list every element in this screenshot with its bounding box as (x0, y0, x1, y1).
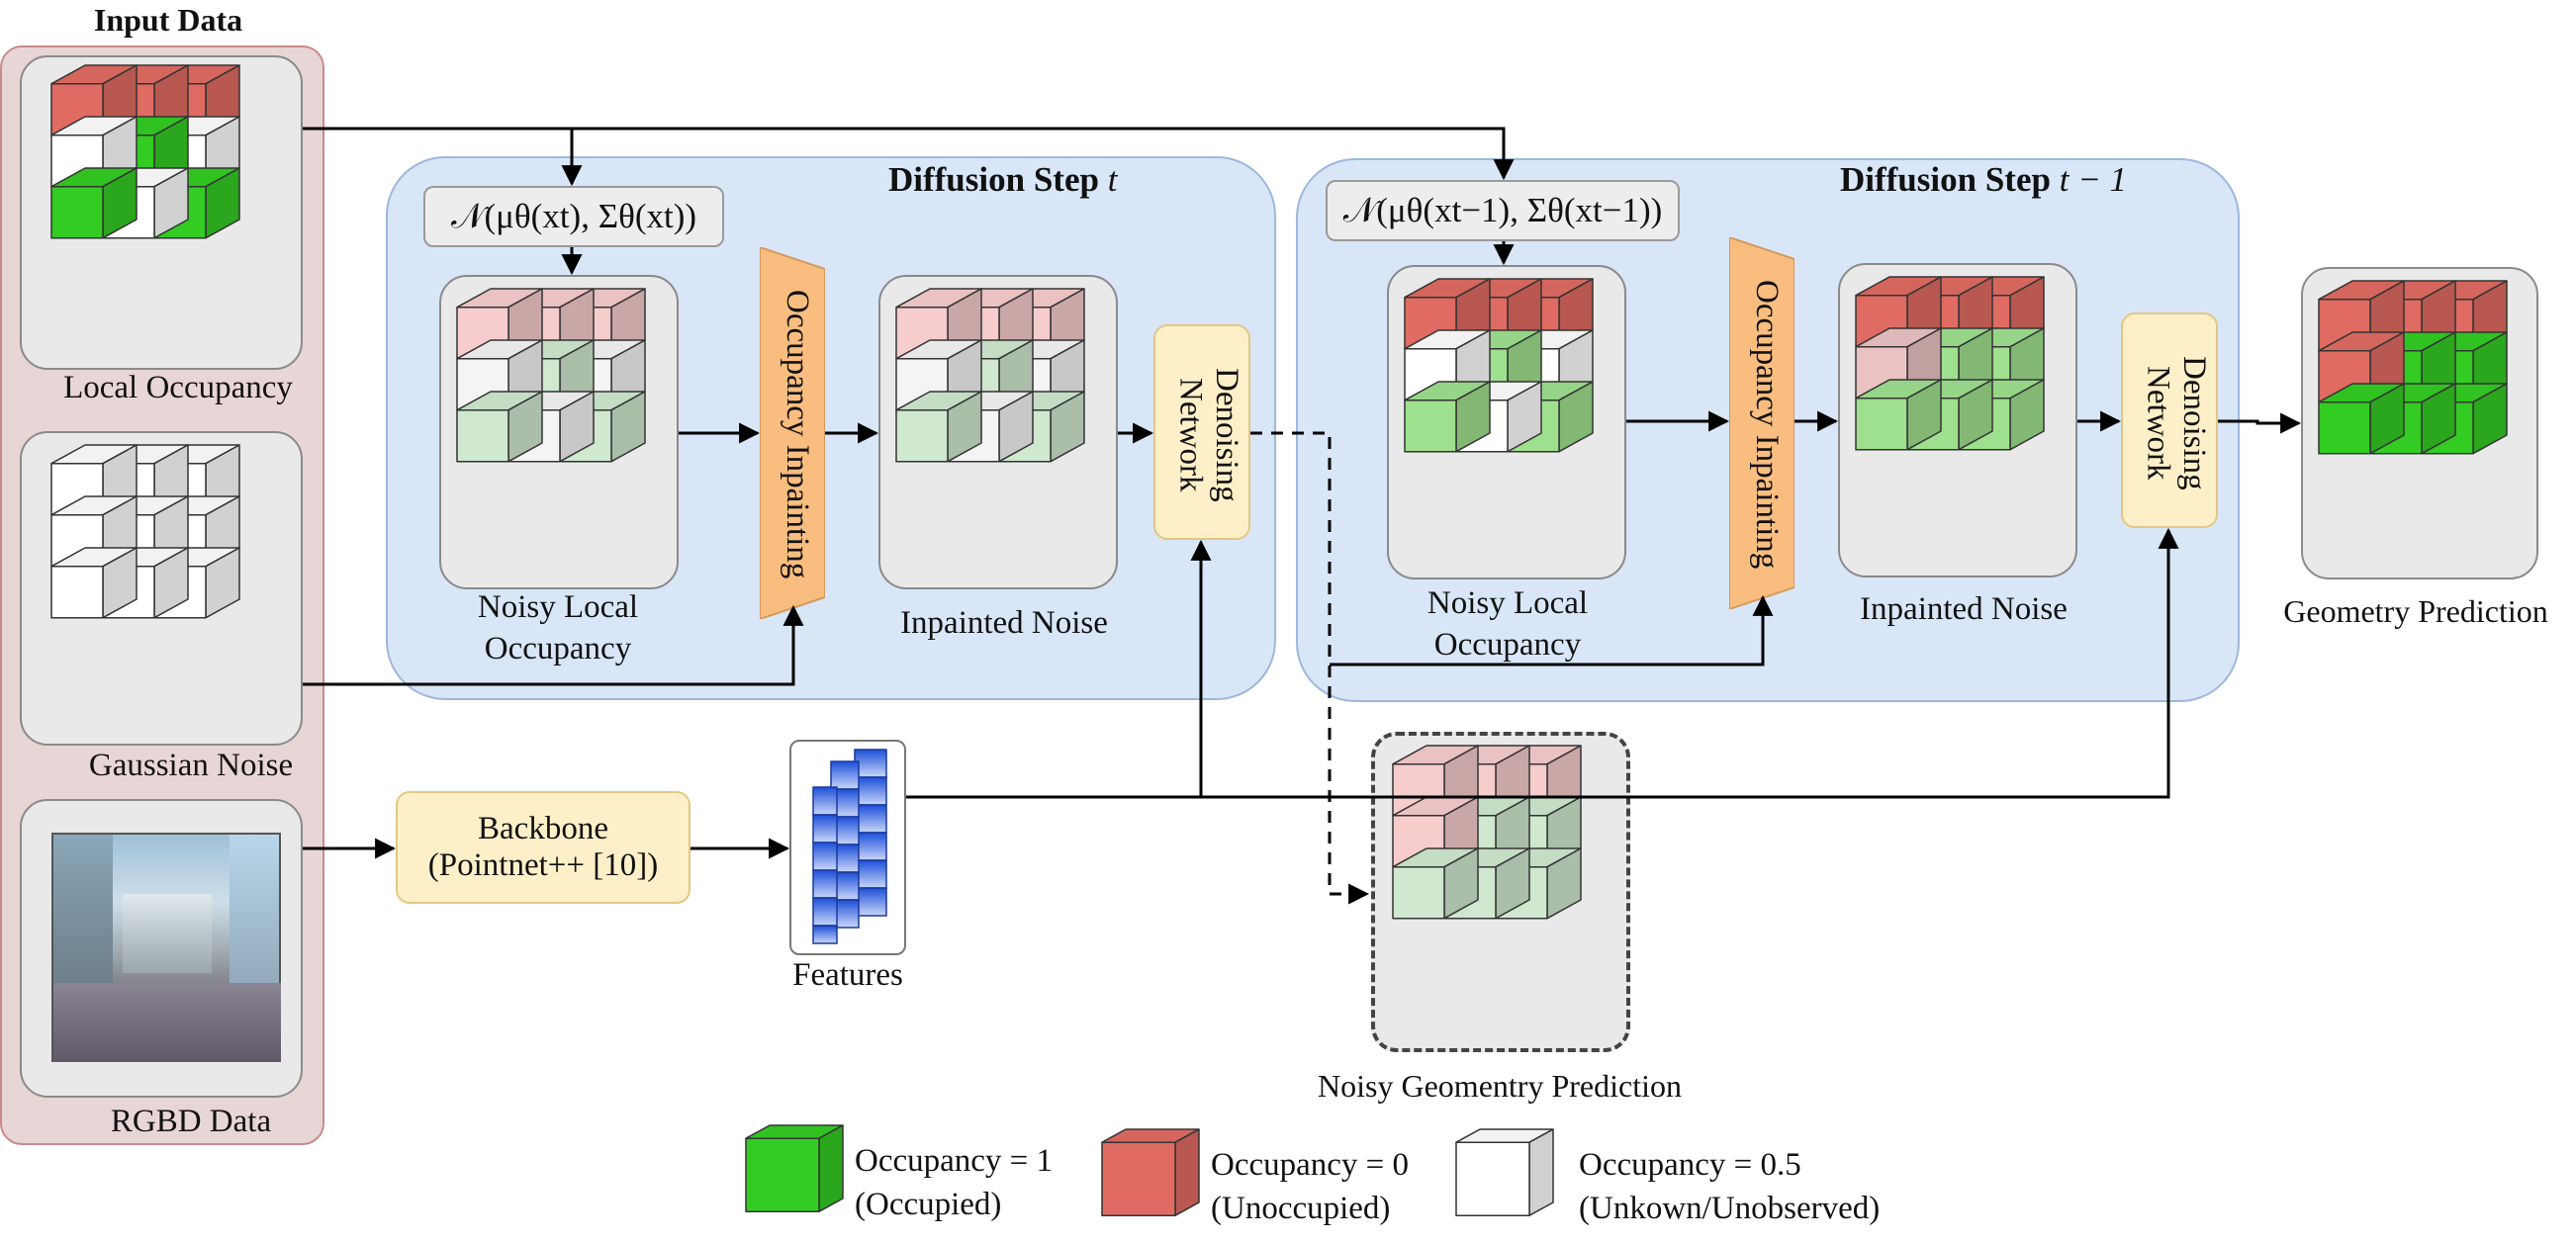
denoising-network-label-t: Denoising Network (1161, 346, 1244, 524)
denoising-network-t: Denoising Network (1153, 324, 1250, 540)
inpainting-shape-t1 (1729, 237, 1794, 609)
cube-r2-c0 (2318, 383, 2405, 455)
noisy-local-occupancy-label-t: Noisy Local Occupancy (419, 589, 696, 668)
cube-r2-c0 (1855, 379, 1942, 451)
input-data-title: Input Data (93, 2, 243, 38)
legend-cube (745, 1124, 844, 1212)
noisy-label-line1-t: Noisy Local (477, 589, 639, 625)
noisy-local-occupancy-cubes-t1 (1403, 277, 1597, 461)
legend-cube-svg (1455, 1128, 1554, 1216)
geometry-prediction-cubes (2317, 279, 2511, 463)
diffusion-step-t-title: Diffusion Step t (888, 160, 1117, 200)
diffusion-step-t-title-prefix: Diffusion Step (888, 160, 1108, 199)
legend-unoccupied-line1: Occupancy = 0 (1211, 1147, 1410, 1183)
inpainting-shape-t (760, 247, 825, 619)
diffusion-step-t-title-var: t (1107, 160, 1118, 199)
inpainted-noise-label-t: Inpainted Noise (900, 605, 1108, 641)
inpainted-noise-label-t1: Inpainted Noise (1860, 591, 2068, 627)
legend-unoccupied-text: Occupancy = 0 (Unoccupied) (1211, 1147, 1409, 1228)
cube-r2-c0 (456, 391, 543, 463)
legend-cube-unknown (1454, 1127, 1557, 1224)
cube-grid (1404, 278, 1594, 453)
legend-cube (1101, 1128, 1200, 1216)
denoise-line2-t1: Network (2140, 366, 2176, 481)
legend-unknown-line1: Occupancy = 0.5 (1579, 1147, 1801, 1183)
cube-grid (50, 444, 240, 619)
features-stack (812, 749, 887, 944)
legend-occupied-line1: Occupancy = 1 (855, 1143, 1054, 1179)
noisy-geometry-label: Noisy Geomentry Prediction (1318, 1068, 1682, 1104)
backbone-box: Backbone (Pointnet++ [10]) (396, 791, 690, 904)
legend-cube (1455, 1128, 1554, 1216)
denoising-network-t1: Denoising Network (2121, 312, 2218, 528)
cube-grid (456, 288, 646, 463)
legend-cube-unoccupied (1100, 1127, 1203, 1224)
noisy-label-line2-t1: Occupancy (1433, 626, 1582, 663)
geometry-prediction-label: Geometry Prediction (2283, 593, 2548, 629)
cube-r2-c0 (895, 391, 982, 463)
legend-occupied-line2: (Occupied) (855, 1186, 1002, 1222)
backbone-line1: Backbone (478, 811, 608, 846)
features-label: Features (792, 957, 903, 993)
cube-r2-c0 (50, 547, 138, 619)
noisy-local-occupancy-cubes-t (455, 287, 649, 471)
occupancy-inpainting-label-t1: Occupancy Inpainting (1749, 279, 1785, 570)
rgbd-floor (53, 983, 281, 1062)
occupancy-inpainting-t: Occupancy Inpainting (760, 247, 825, 619)
denoising-network-label-t1: Denoising Network (2129, 334, 2212, 512)
inpainted-noise-cubes-t (894, 287, 1088, 471)
legend-unoccupied-line2: (Unoccupied) (1211, 1190, 1391, 1226)
cube-grid (1392, 745, 1582, 920)
diffusion-step-t1-title-prefix: Diffusion Step (1840, 160, 2060, 199)
diffusion-step-t1-title-var: t − 1 (2059, 160, 2128, 199)
occupancy-inpainting-t1: Occupancy Inpainting (1729, 237, 1794, 609)
legend-cube-occupied (744, 1123, 847, 1220)
rgbd-label: RGBD Data (110, 1104, 272, 1139)
rgbd-image (51, 833, 281, 1062)
noisy-label-line1-t1: Noisy Local (1426, 585, 1589, 621)
denoise-line2-t: Network (1172, 378, 1209, 492)
backbone-line2: (Pointnet++ [10]) (427, 847, 659, 883)
legend-unknown-text: Occupancy = 0.5 (Unkown/Unobserved) (1579, 1147, 1880, 1228)
cube-r2-c0 (1392, 847, 1479, 920)
local-occupancy-cubes (49, 63, 243, 247)
diffusion-step-t1-title: Diffusion Step t − 1 (1840, 160, 2127, 200)
noisy-geometry-cubes (1391, 744, 1585, 928)
rgbd-corridor (123, 894, 212, 973)
cube-r2-c0 (1404, 381, 1491, 453)
legend-cube-svg (745, 1124, 844, 1212)
local-occupancy-label: Local Occupancy (63, 370, 293, 405)
formula-step-t: 𝒩(μθ(xt), Σθ(xt)) (423, 186, 724, 247)
inpainted-noise-cubes-t1 (1854, 275, 2048, 459)
cube-grid (2318, 280, 2508, 455)
cube-grid (1855, 276, 2045, 451)
gaussian-noise-cubes (49, 443, 243, 627)
noisy-label-line2-t: Occupancy (484, 630, 632, 666)
cube-r2-c0 (50, 167, 138, 239)
formula-step-t1: 𝒩(μθ(xt−1), Σθ(xt−1)) (1326, 180, 1680, 241)
noisy-local-occupancy-label-t1: Noisy Local Occupancy (1369, 585, 1646, 665)
legend-occupied-text: Occupancy = 1 (Occupied) (855, 1143, 1053, 1224)
features-box (789, 740, 906, 955)
occupancy-inpainting-label-t: Occupancy Inpainting (780, 289, 815, 579)
legend-cube-svg (1101, 1128, 1200, 1216)
denoise-line1-t: Denoising (1209, 368, 1244, 502)
cube-grid (50, 64, 240, 239)
denoise-line1-t1: Denoising (2176, 356, 2212, 490)
gaussian-noise-label: Gaussian Noise (88, 748, 294, 783)
legend-unknown-line2: (Unkown/Unobserved) (1579, 1190, 1881, 1226)
cube-grid (895, 288, 1085, 463)
